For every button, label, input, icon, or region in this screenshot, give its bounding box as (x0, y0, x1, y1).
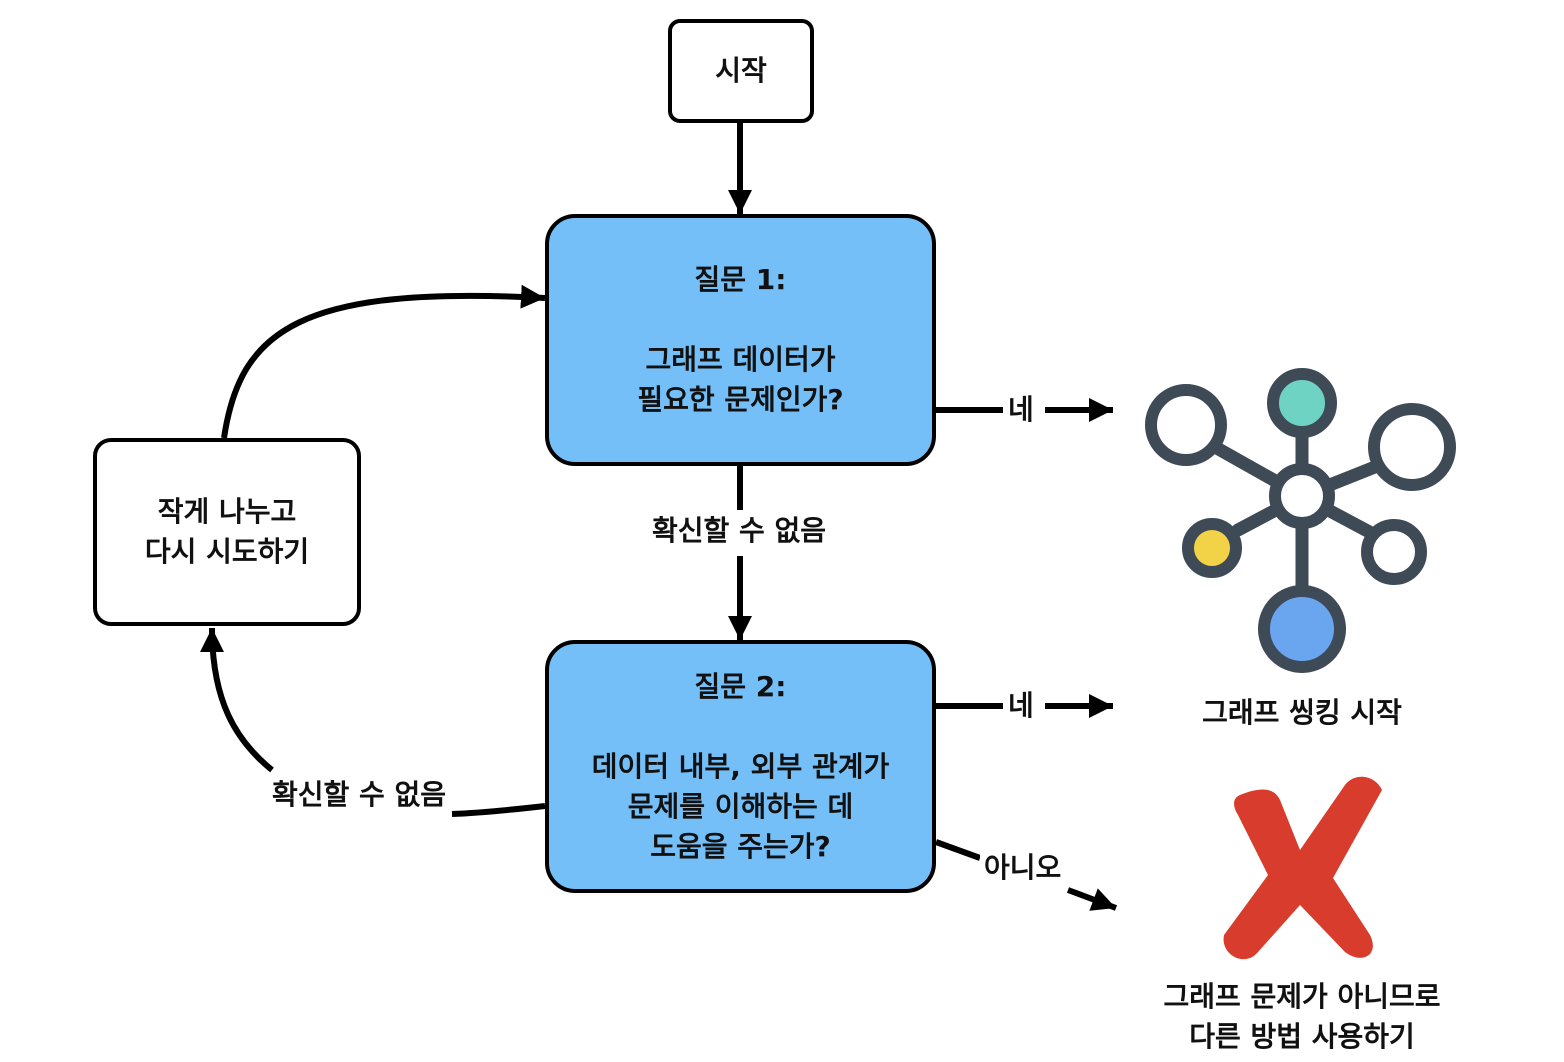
question-1-line: 필요한 문제인가? (637, 383, 844, 416)
edge-label-q2-unsure: 확신할 수 없음 (268, 778, 451, 812)
arrow-q2-no (1066, 887, 1118, 911)
not-graph-outcome-line: 그래프 문제가 아니므로 (1163, 980, 1441, 1013)
question-2-title: 질문 2: (694, 669, 787, 703)
arrow-retry-to-q1 (221, 284, 546, 439)
edge-label-q2-yes: 네 (1004, 689, 1038, 723)
not-graph-outcome-caption: 그래프 문제가 아니므로 다른 방법 사용하기 (1120, 977, 1484, 1057)
start-label: 시작 (715, 54, 767, 87)
graph-node-yellow (1182, 518, 1242, 578)
retry-line: 다시 시도하기 (144, 535, 310, 568)
start-node: 시작 (668, 19, 814, 123)
arrow-q2-no-start (934, 839, 982, 861)
question-2-line: 도움을 주는가? (650, 829, 831, 863)
question-2-node: 질문 2: 데이터 내부, 외부 관계가 문제를 이해하는 데 도움을 주는가? (545, 640, 936, 893)
graph-outcome-text: 그래프 씽킹 시작 (1202, 696, 1402, 729)
question-1-node: 질문 1: 그래프 데이터가 필요한 문제인가? (545, 214, 936, 466)
edge-label-q2-no: 아니오 (980, 851, 1066, 885)
edge-label-q1-unsure: 확신할 수 없음 (648, 514, 831, 548)
graph-outcome-caption: 그래프 씽킹 시작 (1150, 693, 1454, 733)
graph-center-node (1269, 463, 1335, 529)
question-2-line: 문제를 이해하는 데 (627, 789, 854, 823)
arrow-q2-unsure-tail (451, 803, 546, 817)
graph-node-left (1145, 384, 1227, 466)
question-2-line: 데이터 내부, 외부 관계가 (591, 749, 890, 783)
graph-node-right (1368, 403, 1456, 491)
question-1-title: 질문 1: (694, 263, 787, 296)
retry-line: 작게 나누고 (157, 495, 297, 528)
red-x-icon (1223, 776, 1382, 960)
question-1-line: 그래프 데이터가 (645, 343, 836, 376)
graph-network-icon (1145, 368, 1456, 673)
graph-node-blue (1258, 585, 1346, 673)
not-graph-outcome-line: 다른 방법 사용하기 (1189, 1020, 1415, 1053)
edge-label-q1-yes: 네 (1004, 393, 1038, 427)
graph-node-teal (1267, 368, 1337, 438)
retry-node: 작게 나누고 다시 시도하기 (93, 438, 361, 626)
arrow-q2-to-retry (200, 627, 274, 773)
graph-node-small-right (1361, 519, 1427, 585)
